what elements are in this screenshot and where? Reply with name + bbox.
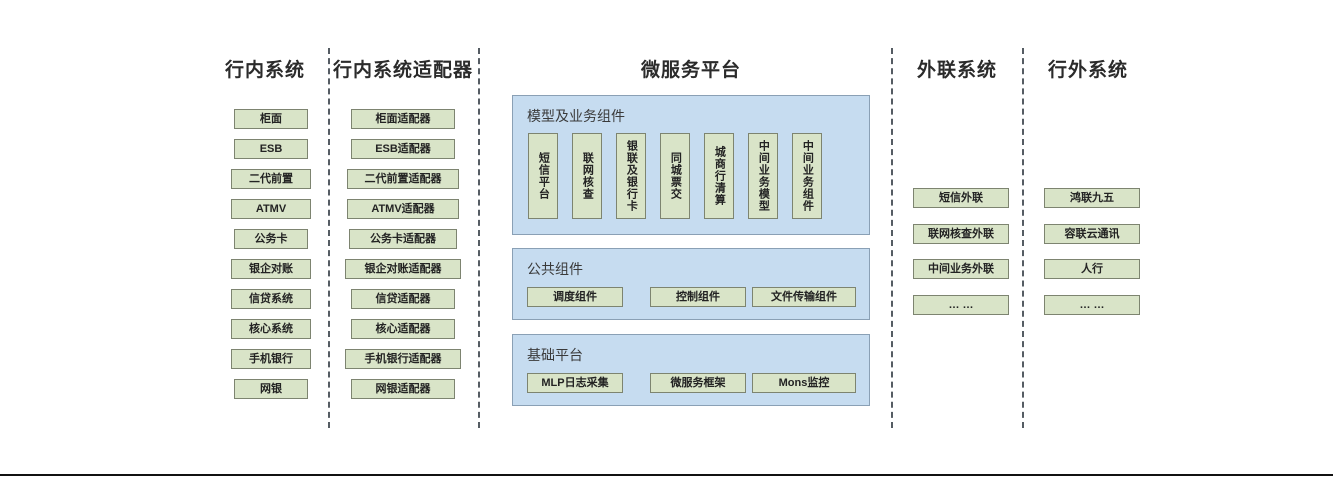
panel-label-model-business-components: 模型及业务组件 xyxy=(527,108,625,124)
inner-system-item[interactable]: 银企对账 xyxy=(231,259,311,279)
model-component-item[interactable]: 同城票交 xyxy=(660,133,690,219)
outside-bank-item[interactable]: 人行 xyxy=(1044,259,1140,279)
base-platform-item[interactable]: 微服务框架 xyxy=(650,373,746,393)
external-link-item[interactable]: 短信外联 xyxy=(913,188,1009,208)
inner-system-item[interactable]: 柜面 xyxy=(234,109,308,129)
inner-adapter-item[interactable]: ESB适配器 xyxy=(351,139,455,159)
inner-system-item[interactable]: 网银 xyxy=(234,379,308,399)
external-link-item[interactable]: … … xyxy=(913,295,1009,315)
panel-label-base-platform: 基础平台 xyxy=(527,347,583,363)
inner-adapter-item[interactable]: 网银适配器 xyxy=(351,379,455,399)
column-divider-4 xyxy=(1022,48,1024,428)
column-title-inner-adapters: 行内系统适配器 xyxy=(332,60,473,81)
panel-public-components: 公共组件 xyxy=(512,248,870,320)
inner-system-item[interactable]: 核心系统 xyxy=(231,319,311,339)
column-divider-2 xyxy=(478,48,480,428)
panel-label-public-components: 公共组件 xyxy=(527,261,583,277)
model-component-item[interactable]: 中间业务组件 xyxy=(792,133,822,219)
model-component-label: 银联及银行卡 xyxy=(625,140,638,212)
model-component-item[interactable]: 中间业务模型 xyxy=(748,133,778,219)
inner-system-item[interactable]: ESB xyxy=(234,139,308,159)
panel-base-platform: 基础平台 xyxy=(512,334,870,406)
model-component-item[interactable]: 联网核查 xyxy=(572,133,602,219)
external-link-item[interactable]: 中间业务外联 xyxy=(913,259,1009,279)
inner-adapter-item[interactable]: 公务卡适配器 xyxy=(349,229,457,249)
model-component-item[interactable]: 短信平台 xyxy=(528,133,558,219)
inner-adapter-item[interactable]: 二代前置适配器 xyxy=(347,169,459,189)
inner-adapter-item[interactable]: 核心适配器 xyxy=(351,319,455,339)
model-component-item[interactable]: 城商行清算 xyxy=(704,133,734,219)
base-platform-item[interactable]: Mons监控 xyxy=(752,373,856,393)
inner-system-item[interactable]: 手机银行 xyxy=(231,349,311,369)
model-component-item[interactable]: 银联及银行卡 xyxy=(616,133,646,219)
inner-adapter-item[interactable]: 手机银行适配器 xyxy=(345,349,461,369)
outside-bank-item[interactable]: … … xyxy=(1044,295,1140,315)
model-component-label: 城商行清算 xyxy=(713,146,726,206)
inner-system-item[interactable]: 信贷系统 xyxy=(231,289,311,309)
outside-bank-item[interactable]: 容联云通讯 xyxy=(1044,224,1140,244)
inner-adapter-item[interactable]: 银企对账适配器 xyxy=(345,259,461,279)
column-title-microservice-platform: 微服务平台 xyxy=(640,60,741,81)
model-component-label: 中间业务模型 xyxy=(757,140,770,212)
public-component-item[interactable]: 调度组件 xyxy=(527,287,623,307)
model-component-label: 联网核查 xyxy=(581,152,594,200)
model-component-label: 中间业务组件 xyxy=(801,140,814,212)
outside-bank-item[interactable]: 鸿联九五 xyxy=(1044,188,1140,208)
inner-adapter-item[interactable]: ATMV适配器 xyxy=(347,199,459,219)
column-divider-1 xyxy=(328,48,330,428)
column-title-inner-systems: 行内系统 xyxy=(224,60,305,81)
model-component-label: 同城票交 xyxy=(669,152,682,200)
inner-system-item[interactable]: ATMV xyxy=(231,199,311,219)
inner-system-item[interactable]: 公务卡 xyxy=(234,229,308,249)
bottom-rule xyxy=(0,474,1333,476)
column-title-external-link-systems: 外联系统 xyxy=(916,60,997,81)
external-link-item[interactable]: 联网核查外联 xyxy=(913,224,1009,244)
inner-system-item[interactable]: 二代前置 xyxy=(231,169,311,189)
inner-adapter-item[interactable]: 信贷适配器 xyxy=(351,289,455,309)
model-component-label: 短信平台 xyxy=(537,152,550,200)
inner-adapter-item[interactable]: 柜面适配器 xyxy=(351,109,455,129)
column-divider-3 xyxy=(891,48,893,428)
public-component-item[interactable]: 控制组件 xyxy=(650,287,746,307)
base-platform-item[interactable]: MLP日志采集 xyxy=(527,373,623,393)
column-title-outside-bank-systems: 行外系统 xyxy=(1047,60,1128,81)
public-component-item[interactable]: 文件传输组件 xyxy=(752,287,856,307)
